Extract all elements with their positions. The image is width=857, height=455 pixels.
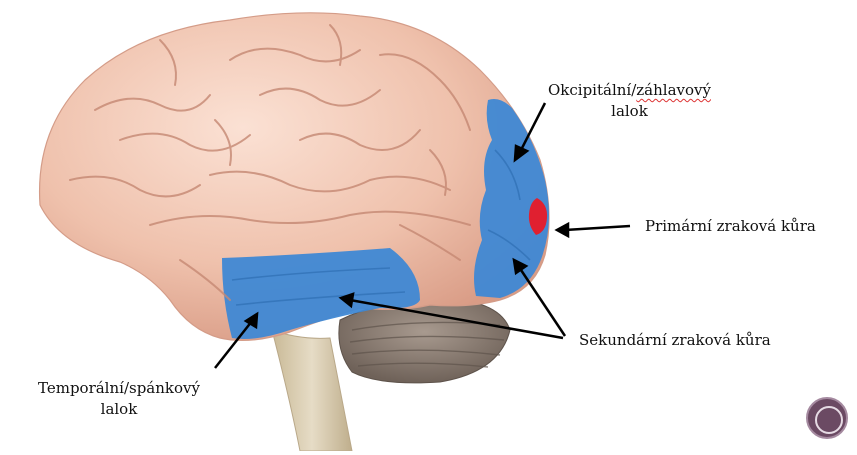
label-secondary-visual-cortex: Sekundární zraková kůra <box>579 331 771 349</box>
primary-visual-cortex-highlight <box>528 198 548 235</box>
occipital-lobe-highlight <box>474 99 549 298</box>
brainstem <box>271 329 353 452</box>
arrowhead-secondary-1 <box>512 257 529 276</box>
temporal-lobe-highlight <box>222 248 420 339</box>
arrow-temporal <box>214 320 253 369</box>
label-temporal-lobe: Temporální/spánkový lalok <box>38 378 200 420</box>
arrow-occipital <box>518 102 547 153</box>
label-occipital-lobe: Okcipitální/záhlavový lalok <box>548 80 711 122</box>
label-occipital-part1: Okcipitální/ <box>548 81 637 99</box>
arrowhead-secondary-2 <box>338 292 355 309</box>
arrowhead-temporal <box>243 311 259 330</box>
arrowhead-primary <box>554 221 570 239</box>
arrow-primary <box>564 224 631 232</box>
label-temporal-line1: Temporální/spánkový <box>38 379 200 397</box>
cerebral-cortex <box>38 12 550 342</box>
label-primary-visual-cortex: Primární zraková kůra <box>645 217 816 235</box>
label-occipital-line2: lalok <box>611 102 648 120</box>
arrowhead-occipital <box>513 144 530 163</box>
arrow-secondary-2 <box>349 298 564 340</box>
label-occipital-part2: záhlavový <box>636 81 711 99</box>
label-temporal-line2: lalok <box>100 400 138 418</box>
presentation-nav-icon[interactable] <box>806 397 848 439</box>
nav-ring-icon <box>815 406 843 434</box>
arrow-secondary-1 <box>517 266 567 337</box>
pointer-arrows <box>214 102 631 369</box>
